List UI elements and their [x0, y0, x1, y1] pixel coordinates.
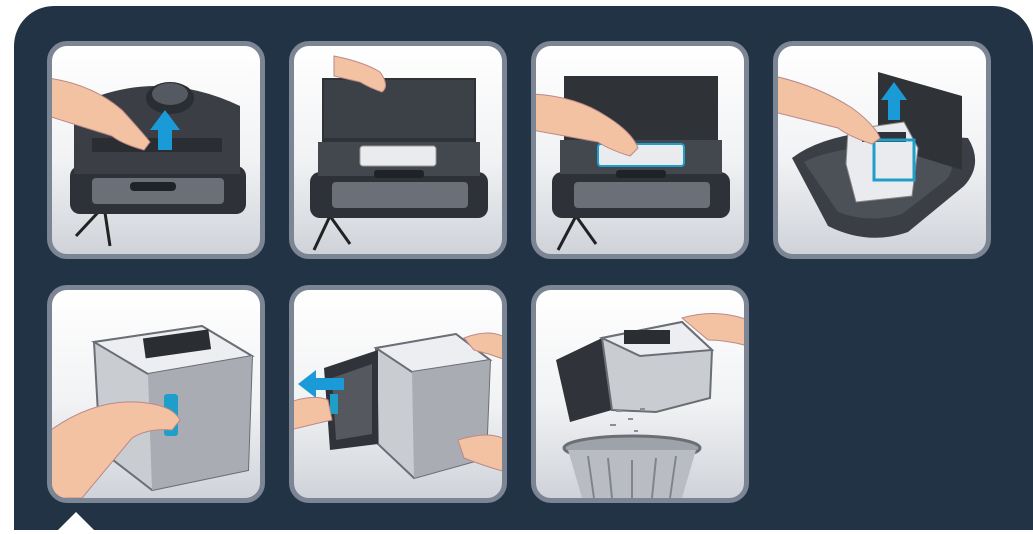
step-3-card — [531, 41, 749, 259]
grab-bin-icon — [536, 46, 744, 254]
bin-latch-icon — [52, 290, 260, 498]
lift-lid-arrow-icon — [52, 46, 260, 254]
step-7-card — [531, 285, 749, 503]
step-2-card — [289, 41, 507, 259]
step-6-card — [289, 285, 507, 503]
open-bin-door-arrow-icon — [294, 290, 502, 498]
empty-bin-trash-icon — [536, 290, 744, 498]
step-4-card — [773, 41, 991, 259]
open-lid-icon — [294, 46, 502, 254]
panel-pointer-notch — [54, 512, 98, 534]
step-1-card — [47, 41, 265, 259]
remove-bin-arrow-icon — [778, 46, 986, 254]
step-5-card — [47, 285, 265, 503]
